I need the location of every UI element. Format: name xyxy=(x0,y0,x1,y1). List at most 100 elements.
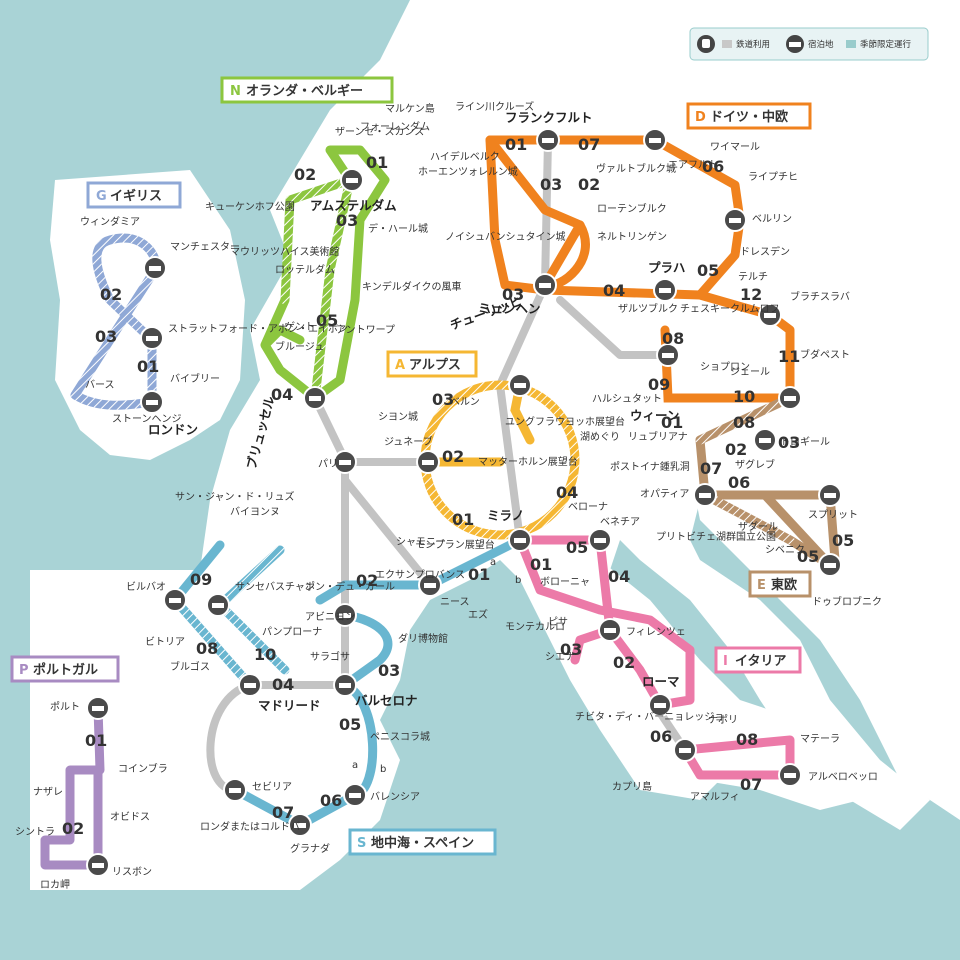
step-number: 08 xyxy=(736,730,758,749)
tag-netherlands-letter: N xyxy=(230,84,241,99)
place-seville: セビリア xyxy=(252,781,292,793)
place-manchester: マンチェスター xyxy=(170,241,240,253)
step-number: 02 xyxy=(356,571,378,590)
place-siena: シエナ xyxy=(545,651,575,663)
tag-east-name: 東欧 xyxy=(771,577,797,593)
step-number: 05 xyxy=(797,547,819,566)
place-sopron: ショプロン xyxy=(700,361,750,373)
place-kinderdijk: キンデルダイクの風車 xyxy=(362,280,462,293)
place-alberobello: アルベロベッロ xyxy=(808,771,878,783)
place-coimbra: コインブラ xyxy=(118,762,168,775)
city-munich: ミュンヘン xyxy=(478,301,541,316)
trunk-munich-vienna xyxy=(556,296,669,359)
line-britain xyxy=(70,233,161,410)
bed-icon xyxy=(699,493,711,498)
bed-icon xyxy=(824,563,836,568)
step-number: 02 xyxy=(613,653,635,672)
place-marken: マルケン島 xyxy=(385,102,435,115)
place-nazare: ナザレ xyxy=(33,786,63,798)
place-wartburg: ヴァルトブルク城 xyxy=(596,162,676,175)
place-paris: パリ xyxy=(318,458,338,470)
bed-icon xyxy=(309,396,321,401)
bed-icon xyxy=(764,313,776,318)
step-number: 08 xyxy=(196,639,218,658)
legend-stay: 宿泊地 xyxy=(808,39,834,50)
step-number: 04 xyxy=(272,675,294,694)
step-number: 03 xyxy=(95,327,117,346)
step-number: 07 xyxy=(272,803,294,822)
step-number: 08 xyxy=(662,329,684,348)
place-cesky: チェスキークルムロフ xyxy=(680,303,780,315)
bed-icon xyxy=(784,773,796,778)
step-number: 04 xyxy=(271,385,293,404)
city-rome: ローマ xyxy=(642,674,680,689)
place-volendam: フォーレンダム xyxy=(360,120,430,133)
step-number: 03 xyxy=(540,175,562,194)
bed-icon xyxy=(424,583,436,588)
step-number: 05 xyxy=(566,538,588,557)
place-chillon: シヨン城 xyxy=(378,411,418,423)
place-valencia: バレンシア xyxy=(370,791,420,803)
step-number: 08 xyxy=(733,413,755,432)
place-pamplona: パンプローナ xyxy=(262,626,322,638)
place-weimar: ワイマール xyxy=(710,142,760,153)
bed-icon xyxy=(339,613,351,618)
bed-icon xyxy=(339,683,351,688)
bed-icon xyxy=(244,683,256,688)
bed-icon xyxy=(604,628,616,633)
place-postojna: ポストイナ鍾乳洞 xyxy=(610,460,690,473)
step-number: 02 xyxy=(294,165,316,184)
place-jungfrau: ユングフラウヨッホ展望台 xyxy=(505,415,625,428)
place-sibenik: シベニク xyxy=(765,544,805,556)
place-geneva: ジュネーブ xyxy=(384,435,433,448)
step-number: 09 xyxy=(190,570,212,589)
place-gyor: ジェール xyxy=(730,367,770,378)
tag-germany-name: ドイツ・中欧 xyxy=(710,109,788,125)
bed-icon xyxy=(542,138,554,143)
tag-netherlands-name: オランダ・ベルギー xyxy=(246,83,363,99)
step-number: 05 xyxy=(339,715,361,734)
trunk-zurich-munich xyxy=(496,281,549,389)
step-number: 01 xyxy=(366,153,388,172)
place-sansebastian: サンセバスチャン xyxy=(235,581,315,593)
tag-east: E 東欧 xyxy=(748,570,812,598)
place-brno: ブラチスラバ xyxy=(790,290,850,303)
tag-portugal-name: ポルトガル xyxy=(33,662,98,678)
bed-icon xyxy=(169,598,181,603)
tag-germany: D ドイツ・中欧 xyxy=(686,102,812,130)
place-brugge: ブルージュ xyxy=(275,340,324,353)
step-number: 07 xyxy=(740,775,762,794)
place-split: スプリット xyxy=(808,509,858,521)
step-number: 02 xyxy=(100,285,122,304)
variant-label: b xyxy=(380,764,386,775)
place-zadar: ザダール xyxy=(738,520,778,533)
place-sintra: シントラ xyxy=(15,826,55,838)
bed-icon xyxy=(649,138,661,143)
place-pontdugard: ポン・デュ・ガール xyxy=(305,580,395,593)
place-erfurt: エアフルト xyxy=(668,160,718,171)
bed-icon xyxy=(594,538,606,543)
place-trogir: トロギール xyxy=(780,436,830,448)
place-neuschwan2: ノイシュバンシュタイン城 xyxy=(445,231,566,243)
step-number: 12 xyxy=(740,285,762,304)
step-number: 02 xyxy=(578,175,600,194)
bed-icon xyxy=(729,218,741,223)
place-dehaar: デ・ハール城 xyxy=(368,222,428,235)
bed-icon xyxy=(662,353,674,358)
place-leipzig: ライプチヒ xyxy=(748,171,798,183)
place-matera: マテーラ xyxy=(800,733,840,745)
step-number: 03 xyxy=(778,433,800,452)
trunk-paris-nice xyxy=(341,476,434,589)
place-civita: チビタ・ディ・バーニョレッジョ xyxy=(575,710,724,723)
bed-icon xyxy=(294,823,306,828)
step-number: 02 xyxy=(442,447,464,466)
bed-icon xyxy=(659,288,671,293)
place-lake: 湖めぐり xyxy=(580,431,620,443)
step-number: 05 xyxy=(832,531,854,550)
place-obidos: オビドス xyxy=(110,811,150,823)
place-rotterdam: ロッテルダム xyxy=(275,263,335,276)
city-milan: ミラノ xyxy=(487,508,524,523)
variant-label: a xyxy=(352,760,358,771)
place-labels: ワイマールエアフルトライプチヒベルリンドレスデンテルチブラチスラバブダペストチェ… xyxy=(15,100,882,891)
